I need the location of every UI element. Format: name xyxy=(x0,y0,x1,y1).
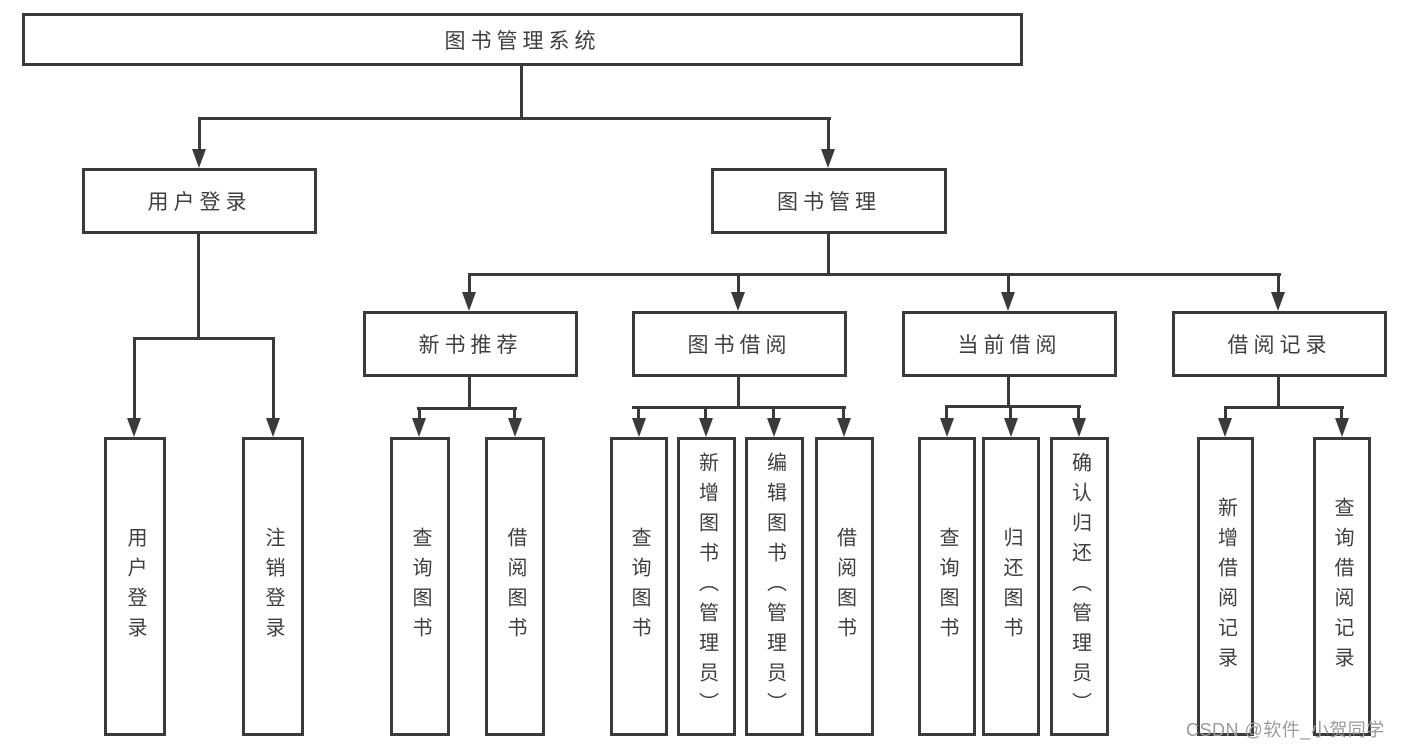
arrow-down-icon xyxy=(1271,292,1285,311)
node-add-books-admin: 新增图书（管理员） xyxy=(677,437,736,736)
connector-line xyxy=(418,409,421,420)
connector-line xyxy=(197,234,200,340)
node-borrow-books-recommend: 借阅图书 xyxy=(485,437,545,736)
connector-line xyxy=(133,339,136,419)
node-library-management-system: 图书管理系统 xyxy=(22,13,1023,66)
node-return-books: 归还图书 xyxy=(982,437,1040,736)
connector-line xyxy=(468,273,1281,276)
node-book-management: 图书管理 xyxy=(711,168,947,234)
connector-line xyxy=(945,407,948,420)
node-user-login-leaf: 用户登录 xyxy=(104,437,166,736)
arrow-down-icon xyxy=(266,418,280,437)
connector-line xyxy=(1007,377,1010,407)
arrow-down-icon xyxy=(1218,418,1232,437)
connector-line xyxy=(737,377,740,408)
arrow-down-icon xyxy=(767,418,781,437)
node-user-login: 用户登录 xyxy=(82,168,317,234)
connector-line xyxy=(737,275,740,295)
connector-line xyxy=(827,119,830,152)
connector-line xyxy=(198,117,831,120)
arrow-down-icon xyxy=(1072,418,1086,437)
arrow-down-icon xyxy=(412,418,426,437)
node-query-borrow-record: 查询借阅记录 xyxy=(1313,437,1371,736)
connector-line xyxy=(772,408,775,420)
connector-line xyxy=(637,408,640,420)
node-confirm-return-admin: 确认归还（管理员） xyxy=(1050,437,1109,736)
connector-line xyxy=(1340,408,1343,420)
connector-line xyxy=(1224,408,1227,420)
node-current-borrowing: 当前借阅 xyxy=(902,311,1117,377)
connector-line xyxy=(468,377,471,409)
connector-line xyxy=(945,405,1081,408)
arrow-down-icon xyxy=(1335,418,1349,437)
connector-line xyxy=(468,275,471,295)
node-book-borrowing: 图书借阅 xyxy=(632,311,847,377)
node-query-books-borrowing: 查询图书 xyxy=(610,437,668,736)
connector-line xyxy=(513,409,516,420)
node-borrow-books: 借阅图书 xyxy=(815,437,874,736)
connector-line xyxy=(1277,377,1280,408)
connector-line xyxy=(704,408,707,420)
connector-line xyxy=(133,337,275,340)
connector-line xyxy=(632,406,846,409)
arrow-down-icon xyxy=(699,418,713,437)
arrow-down-icon xyxy=(821,149,835,168)
arrow-down-icon xyxy=(127,418,141,437)
arrow-down-icon xyxy=(462,292,476,311)
arrow-down-icon xyxy=(940,418,954,437)
connector-line xyxy=(1007,275,1010,295)
arrow-down-icon xyxy=(632,418,646,437)
node-new-book-recommendation: 新书推荐 xyxy=(363,311,578,377)
arrow-down-icon xyxy=(731,292,745,311)
connector-line xyxy=(1224,406,1344,409)
node-edit-books-admin: 编辑图书（管理员） xyxy=(745,437,804,736)
arrow-down-icon xyxy=(1004,418,1018,437)
node-query-books-current: 查询图书 xyxy=(918,437,976,736)
connector-line xyxy=(827,233,830,275)
connector-line xyxy=(520,66,523,117)
node-query-books-recommend: 查询图书 xyxy=(390,437,450,736)
arrow-down-icon xyxy=(508,418,522,437)
arrow-down-icon xyxy=(192,149,206,168)
connector-line xyxy=(1077,407,1080,420)
csdn-watermark: CSDN @软件_小贺同学 xyxy=(1186,720,1385,740)
arrow-down-icon xyxy=(1001,292,1015,311)
arrow-down-icon xyxy=(837,418,851,437)
connector-line xyxy=(198,119,201,152)
connector-line xyxy=(417,407,517,410)
connector-line xyxy=(1277,275,1280,295)
connector-line xyxy=(272,339,275,419)
connector-line xyxy=(842,408,845,420)
node-borrowing-records: 借阅记录 xyxy=(1172,311,1387,377)
node-logout-login: 注销登录 xyxy=(242,437,304,736)
connector-line xyxy=(1009,407,1012,420)
node-add-borrow-record: 新增借阅记录 xyxy=(1197,437,1254,736)
